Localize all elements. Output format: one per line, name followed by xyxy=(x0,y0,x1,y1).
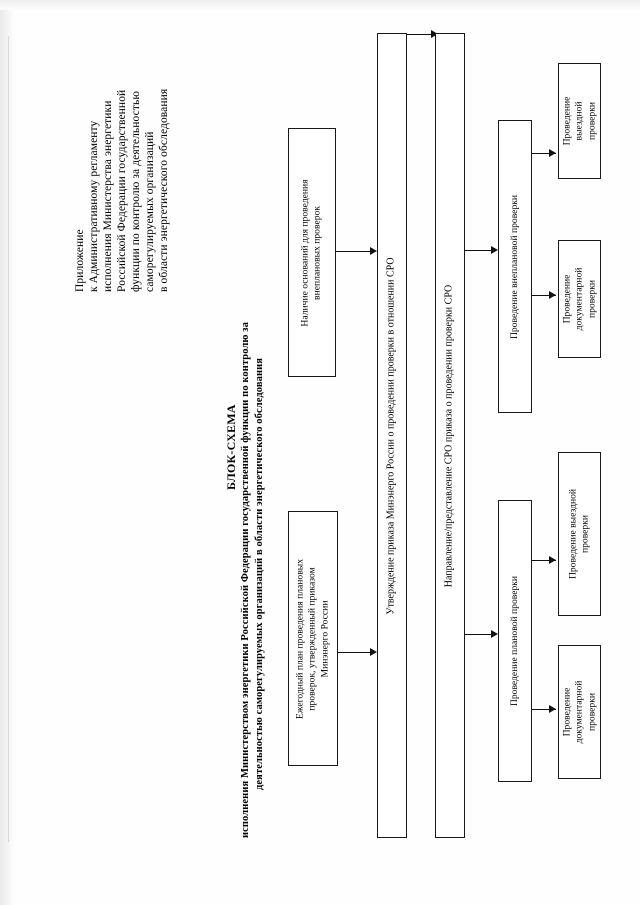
appendix-note-line-7: в области энергетического обследования xyxy=(158,88,170,292)
appendix-note-line-2: к Административному регламенту xyxy=(88,120,100,292)
edge-unscheduled-to-documentary-arrow xyxy=(549,291,556,299)
node-onsite-inspection-2[interactable]: Проведение выездной проверки xyxy=(558,452,601,616)
edge-scheduled-to-documentary-arrow xyxy=(549,705,556,713)
page-subtitle-line-1: исполнения Министерством энергетики Росс… xyxy=(240,322,251,838)
edge-delivery-to-unscheduled-arrow xyxy=(491,246,498,254)
node-grounds-unscheduled[interactable]: Наличие оснований для проведения внеплан… xyxy=(288,128,336,377)
edge-delivery-to-scheduled-arrow xyxy=(491,630,498,638)
node-onsite-inspection-1[interactable]: Проведение выездной проверки xyxy=(558,63,601,179)
edge-grounds-to-order-arrow xyxy=(370,247,377,255)
appendix-note-line-1: Приложение xyxy=(74,229,86,292)
node-documentary-inspection-2-label: Проведение документарной проверки xyxy=(561,680,597,744)
node-documentary-inspection-2[interactable]: Проведение документарной проверки xyxy=(558,645,601,779)
node-onsite-inspection-1-label: Проведение выездной проверки xyxy=(561,96,597,146)
node-order-approval-label: Утверждение приказа Минэнерго России о п… xyxy=(385,256,397,615)
node-scheduled-inspection-label: Проведение плановой проверки xyxy=(508,575,520,707)
appendix-note-line-6: саморегулируемых организаций xyxy=(144,131,156,292)
node-documentary-inspection-1-label: Проведение документарной проверки xyxy=(561,267,597,331)
edge-plan-to-order-arrow xyxy=(370,648,377,656)
edge-approval-to-delivery-arrow xyxy=(431,30,438,38)
edge-delivery-to-scheduled-line xyxy=(465,634,496,636)
appendix-note-line-5: функции по контролю за деятельностью xyxy=(130,90,142,292)
node-unscheduled-inspection[interactable]: Проведение внеплановой проверки xyxy=(498,120,532,413)
page-edge-shadow-top xyxy=(0,0,640,10)
node-order-approval[interactable]: Утверждение приказа Минэнерго России о п… xyxy=(377,33,407,838)
edge-unscheduled-to-onsite-arrow xyxy=(549,149,556,157)
edge-scheduled-to-documentary-line xyxy=(532,709,556,711)
node-order-delivery-label: Направление/представление СРО приказа о … xyxy=(443,284,455,587)
page-subtitle-line-2: деятельностью саморегулируемых организац… xyxy=(254,357,265,790)
node-onsite-inspection-2-label: Проведение выездной проверки xyxy=(567,488,591,580)
edge-scheduled-to-onsite-line xyxy=(532,560,556,562)
appendix-note-line-4: Российской Федерации государственной xyxy=(116,89,128,292)
node-documentary-inspection-1[interactable]: Проведение документарной проверки xyxy=(558,240,601,358)
edge-scheduled-to-onsite-arrow xyxy=(549,556,556,564)
edge-delivery-to-unscheduled-line xyxy=(465,250,496,252)
node-grounds-unscheduled-label: Наличие оснований для проведения внеплан… xyxy=(299,178,323,327)
edge-plan-to-order-line xyxy=(338,652,374,654)
edge-grounds-to-order-line xyxy=(336,251,374,253)
page-fold-line xyxy=(8,36,9,842)
edge-unscheduled-to-documentary-line xyxy=(532,295,556,297)
node-scheduled-inspection[interactable]: Проведение плановой проверки xyxy=(498,500,532,782)
node-annual-plan-label: Ежегодный план проведения плановых прове… xyxy=(294,558,331,719)
page-title: БЛОК-СХЕМА xyxy=(224,404,238,490)
page-edge-shadow-left xyxy=(0,0,14,905)
node-unscheduled-inspection-label: Проведение внеплановой проверки xyxy=(508,194,520,339)
appendix-note-line-3: исполнения Министерства энергетики xyxy=(102,100,114,292)
edge-unscheduled-to-onsite-line xyxy=(532,153,556,155)
edge-approval-to-delivery-line xyxy=(407,34,434,36)
node-annual-plan[interactable]: Ежегодный план проведения плановых прове… xyxy=(288,511,338,766)
node-order-delivery[interactable]: Направление/представление СРО приказа о … xyxy=(435,33,465,838)
